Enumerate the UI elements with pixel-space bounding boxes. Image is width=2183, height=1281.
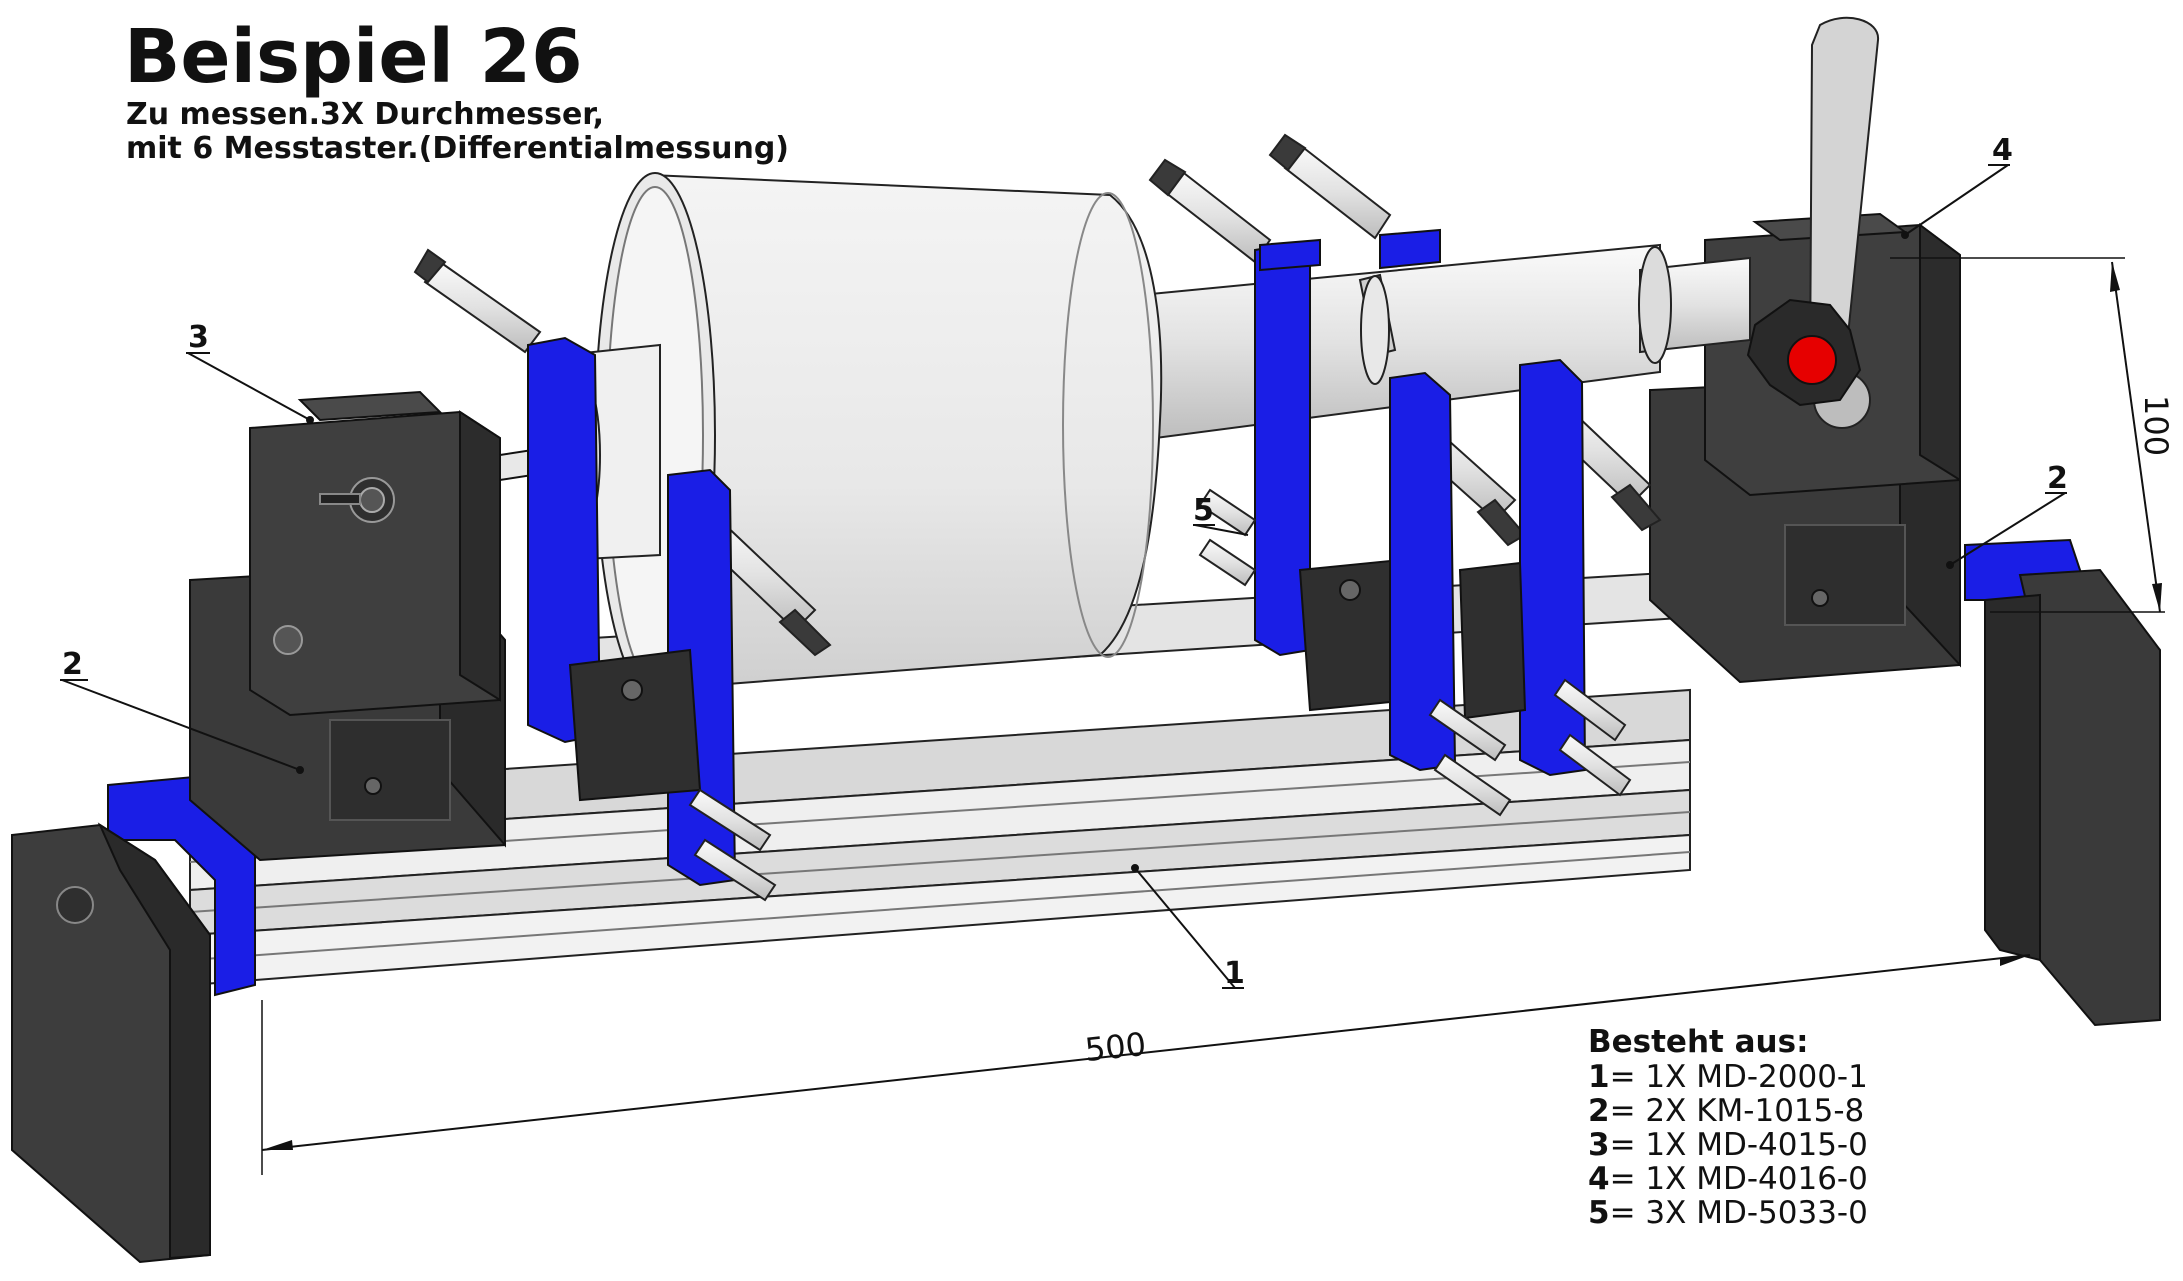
subtitle-line: Zu messen.3X Durchmesser, <box>126 97 605 132</box>
callout-5: 5 <box>1193 493 1214 528</box>
probe <box>1148 158 1272 264</box>
page-title: Beispiel 26 <box>124 14 583 100</box>
bom-item-number: 3 <box>1588 1127 1610 1163</box>
bom-item-number: 2 <box>1588 1093 1610 1129</box>
callout-2-right: 2 <box>2047 461 2068 496</box>
bom-heading: Besteht aus: <box>1588 1024 1809 1060</box>
probe-holder-right <box>1389 358 1587 777</box>
callout-1: 1 <box>1224 956 1245 991</box>
bom-item: 5= 3X MD-5033-0 <box>1588 1196 1868 1230</box>
end-feet <box>11 568 2161 1264</box>
probe <box>1268 133 1392 240</box>
red-knob-center-icon <box>1787 335 1837 385</box>
support-pins <box>688 488 1632 902</box>
callout-3: 3 <box>188 320 209 355</box>
callout-labels: 1 2 2 3 4 5 <box>62 133 2068 991</box>
callout-leaders <box>60 164 2067 989</box>
bill-of-materials: Besteht aus: 1= 1X MD-2000-1 2= 2X KM-10… <box>1588 1024 1868 1230</box>
bom-item-number: 5 <box>1588 1195 1610 1231</box>
star-knob <box>1746 298 1862 407</box>
bom-item: 3= 1X MD-4015-0 <box>1588 1128 1868 1162</box>
subtitle-line: mit 6 Messtaster.(Differentialmessung) <box>126 131 790 166</box>
probe-holder-mid <box>1254 228 1441 712</box>
bom-item-text: = 1X MD-4015-0 <box>1609 1127 1868 1163</box>
dimension-lines <box>261 257 2165 1175</box>
dimension-length-label: 500 <box>1083 1025 1148 1069</box>
bom-item: 1= 1X MD-2000-1 <box>1588 1060 1868 1094</box>
left-tailstock <box>249 390 603 717</box>
bom-item-number: 4 <box>1588 1161 1610 1197</box>
bom-item: 4= 1X MD-4016-0 <box>1588 1162 1868 1196</box>
dimension-labels: 500 100 <box>1083 395 2175 1069</box>
callout-2-left: 2 <box>62 647 83 682</box>
probe-holders <box>527 228 1587 887</box>
callout-4: 4 <box>1992 133 2013 168</box>
bom-item-text: = 3X MD-5033-0 <box>1609 1195 1868 1231</box>
probe <box>413 248 542 354</box>
workpiece-shaft <box>535 172 1751 698</box>
clamp-lever <box>1808 16 1880 429</box>
bom-item-text: = 1X MD-2000-1 <box>1609 1059 1868 1095</box>
bom-item-number: 1 <box>1588 1059 1610 1095</box>
dimension-height-label: 100 <box>2137 395 2175 456</box>
bom-item-text: = 1X MD-4016-0 <box>1609 1161 1868 1197</box>
bom-item-text: = 2X KM-1015-8 <box>1609 1093 1865 1129</box>
page-subtitle: Zu messen.3X Durchmesser, mit 6 Messtast… <box>126 98 789 166</box>
bom-item: 2= 2X KM-1015-8 <box>1588 1094 1868 1128</box>
